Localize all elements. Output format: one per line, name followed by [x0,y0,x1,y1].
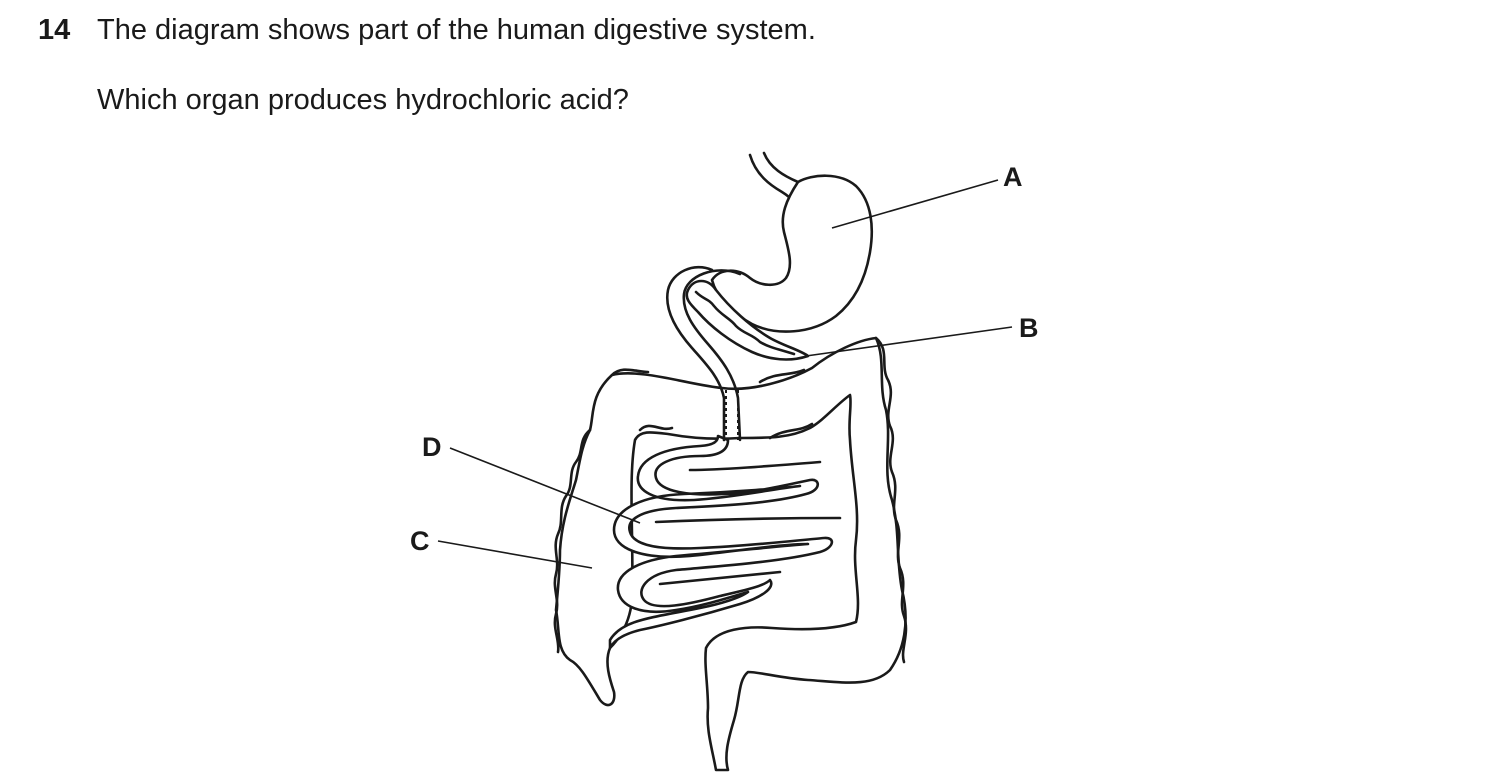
colon-haustra-right [874,336,908,664]
question-number: 14 [38,14,71,46]
small-intestine-inner [654,460,842,586]
small-intestine [608,434,834,650]
label-d: D [422,432,442,462]
leader-line-b [805,326,1013,357]
duodenum [665,265,742,442]
leader-line-a [831,179,999,229]
colon-haustra-left [553,428,592,654]
duodenum-behind-colon [725,390,739,440]
pancreas-detail [694,290,796,356]
question-stem: The diagram shows part of the human dige… [97,14,816,46]
label-c: C [410,526,430,556]
stomach [710,174,874,333]
question-prompt: Which organ produces hydrochloric acid? [97,84,629,116]
large-intestine [554,336,907,772]
leader-line-c [437,540,593,569]
leader-line-d [449,447,641,524]
label-a: A [1003,162,1023,192]
colon-haustra-top [610,368,814,440]
label-b: B [1019,313,1039,343]
